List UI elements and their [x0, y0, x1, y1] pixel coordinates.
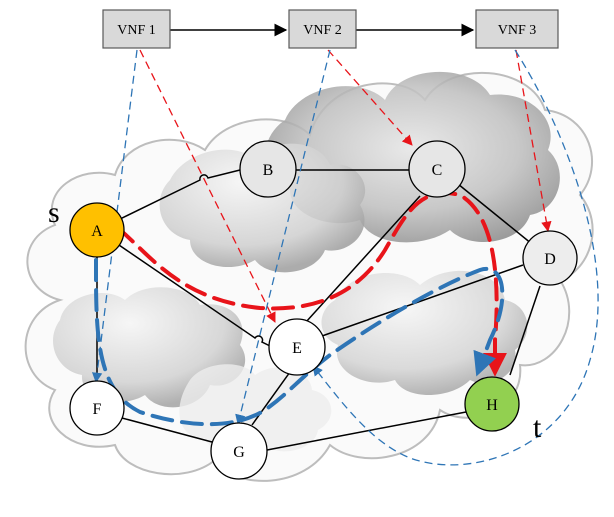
vnf2-box[interactable]: VNF 2 — [288, 9, 357, 49]
vnf3-to-E-mapping — [312, 49, 599, 466]
vnf1-to-F-mapping — [91, 49, 138, 384]
node-F-label: F — [93, 401, 102, 418]
node-B-label: B — [263, 162, 274, 179]
vnf1-label: VNF 1 — [117, 23, 156, 38]
vnf3-label: VNF 3 — [498, 23, 537, 38]
link-G-H — [266, 411, 467, 451]
vnf1-to-E-mapping — [139, 49, 276, 323]
node-G-label: G — [233, 444, 245, 461]
vnf2-to-C-mapping — [327, 49, 413, 146]
target-label: t — [533, 411, 542, 444]
node-C-label: C — [432, 162, 443, 179]
node-E-label: E — [292, 340, 302, 357]
node-H-label: H — [486, 397, 498, 414]
node-D[interactable]: D — [522, 230, 578, 286]
node-D-label: D — [544, 251, 556, 268]
vnf3-to-D-mapping — [515, 49, 552, 233]
link-A-E — [115, 242, 271, 347]
node-A-label: A — [91, 223, 103, 240]
link-D-H — [509, 285, 541, 376]
link-F-G — [121, 417, 213, 443]
vnf-boxes: VNF 1 VNF 2 VNF 3 — [102, 9, 559, 49]
link-E-D — [321, 264, 524, 337]
node-F[interactable]: F — [69, 380, 125, 436]
vnf1-box[interactable]: VNF 1 — [102, 9, 171, 49]
node-B[interactable]: B — [239, 140, 297, 198]
node-H[interactable]: H — [464, 376, 520, 432]
node-C[interactable]: C — [408, 140, 466, 198]
link-A-B — [115, 169, 241, 222]
vnf2-label: VNF 2 — [303, 23, 342, 38]
node-G[interactable]: G — [210, 422, 268, 480]
node-E[interactable]: E — [268, 318, 326, 376]
node-A[interactable]: A — [69, 202, 125, 258]
vnf3-box[interactable]: VNF 3 — [475, 9, 559, 49]
red-service-path — [116, 191, 507, 377]
link-C-D — [457, 183, 533, 245]
vnf-mapping-arrows — [91, 49, 599, 466]
source-label: s — [48, 196, 60, 229]
link-C-E — [305, 195, 421, 323]
link-G-E — [251, 371, 291, 426]
network-nodes: A B C D E F G H — [69, 140, 578, 480]
